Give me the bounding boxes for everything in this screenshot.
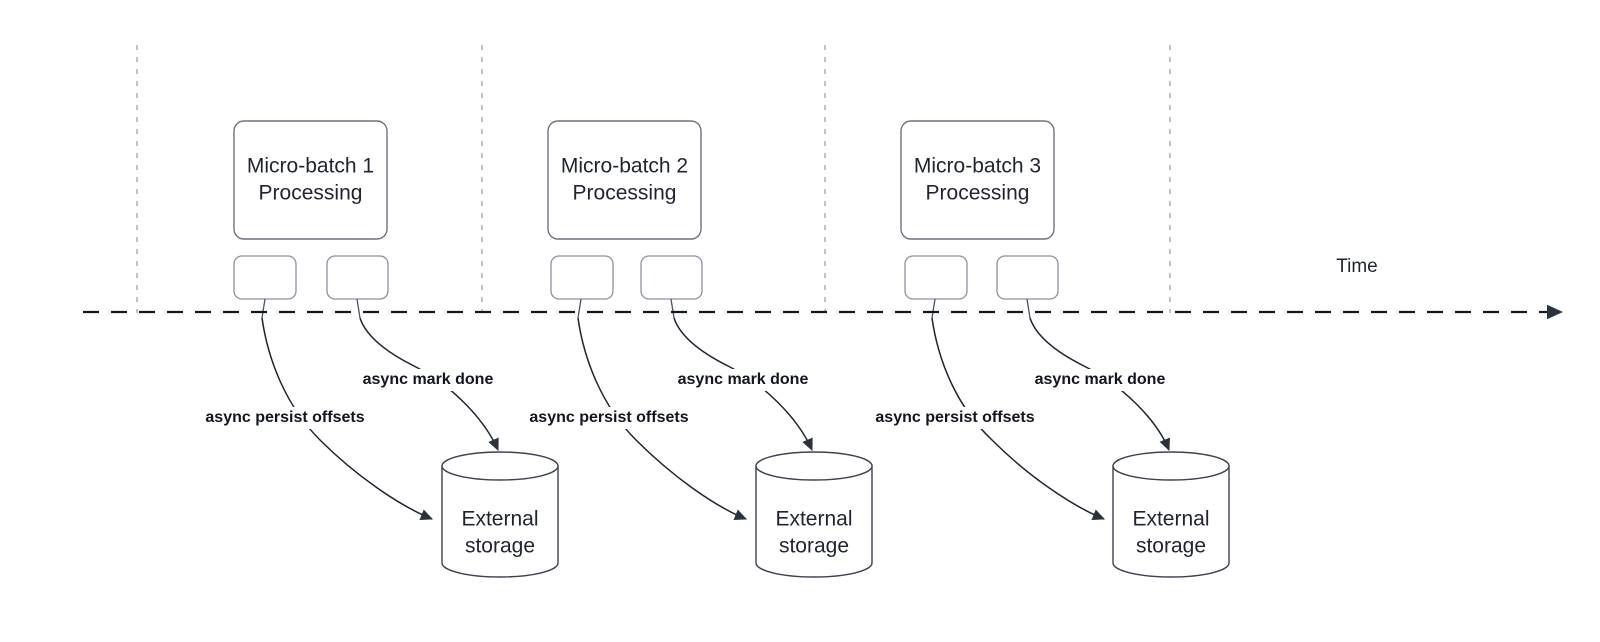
batch-1-label-line2: Processing xyxy=(259,182,363,205)
external-storage-3-body[interactable] xyxy=(1112,465,1230,578)
small-box-1b[interactable] xyxy=(326,255,389,300)
small-box-3b[interactable] xyxy=(996,255,1059,300)
external-storage-2-label-line2: storage xyxy=(779,535,849,558)
mark-done-2-label-bg xyxy=(678,369,808,391)
persist-offsets-2-arrow xyxy=(577,317,748,520)
batch-2-stem-1 xyxy=(577,298,582,319)
small-box-2b[interactable] xyxy=(640,255,703,300)
batch-2-label-line1: Micro-batch 2 xyxy=(561,155,688,178)
timeline-tick-lines xyxy=(136,45,1171,313)
mark-done-3-label-bg xyxy=(1035,369,1165,391)
batch-2-label-line2: Processing xyxy=(573,182,677,205)
external-storage-1-top xyxy=(441,451,559,481)
external-storage-1-label-line1: External xyxy=(461,508,538,531)
small-box-1a[interactable] xyxy=(233,255,297,300)
external-storage-3-label-line2: storage xyxy=(1136,535,1206,558)
batch-1-stem-2 xyxy=(356,298,361,319)
batch-3-label-line1: Micro-batch 3 xyxy=(914,155,1041,178)
small-box-3a[interactable] xyxy=(904,255,968,300)
persist-offsets-1-arrow xyxy=(261,317,434,520)
batch-3-label-line2: Processing xyxy=(926,182,1030,205)
mark-done-1-label: async mark done xyxy=(363,371,494,388)
batch-2-box[interactable] xyxy=(547,120,702,240)
batch-3-box[interactable] xyxy=(900,120,1055,240)
batch-1-label-line1: Micro-batch 1 xyxy=(247,155,374,178)
batch-3-stem-2 xyxy=(1026,298,1031,319)
mark-done-3-arrow xyxy=(1029,317,1170,452)
batch-1-box[interactable] xyxy=(233,120,388,240)
batch-3-stem-1 xyxy=(931,298,936,319)
mark-done-3-label: async mark done xyxy=(1035,371,1166,388)
external-storage-2-body[interactable] xyxy=(755,465,873,578)
batch-1-stem-1 xyxy=(261,298,266,319)
external-storage-2-label-line1: External xyxy=(775,508,852,531)
time-axis-label: Time xyxy=(1336,256,1378,277)
time-axis: Time xyxy=(83,256,1563,320)
mark-done-1-arrow xyxy=(359,317,499,452)
persist-offsets-1-label: async persist offsets xyxy=(205,409,364,426)
small-box-2a[interactable] xyxy=(550,255,614,300)
persist-offsets-2-label: async persist offsets xyxy=(529,409,688,426)
external-storage-2-top xyxy=(755,451,873,481)
batch-2-stem-2 xyxy=(670,298,675,319)
external-storage-1-body[interactable] xyxy=(441,465,559,578)
persist-offsets-3-label: async persist offsets xyxy=(875,409,1034,426)
external-storage-1-label-line2: storage xyxy=(465,535,535,558)
external-storage-3-label-line1: External xyxy=(1132,508,1209,531)
mark-done-2-arrow xyxy=(673,317,813,452)
mark-done-1-label-bg xyxy=(363,369,493,391)
persist-offsets-3-arrow xyxy=(931,317,1106,520)
external-storage-3-top xyxy=(1112,451,1230,481)
mark-done-2-label: async mark done xyxy=(678,371,809,388)
persist-offsets-2-label-bg xyxy=(518,407,700,429)
persist-offsets-3-label-bg xyxy=(864,407,1046,429)
persist-offsets-1-label-bg xyxy=(194,407,376,429)
